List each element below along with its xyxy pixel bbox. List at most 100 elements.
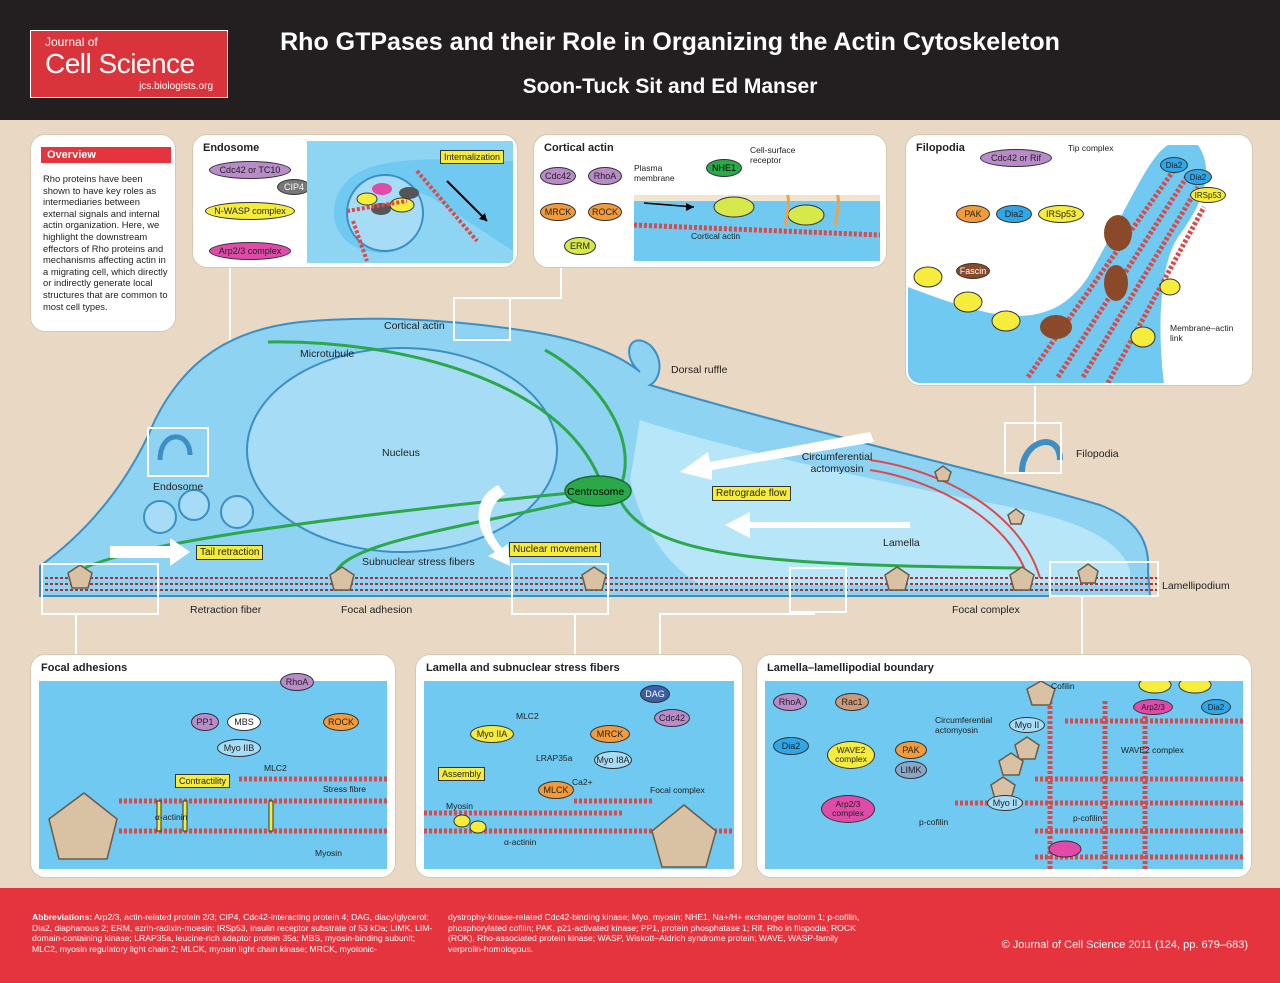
lamella-panel: Lamella and subnuclear stress fibers DAG… [416, 655, 742, 877]
label-centrosome: Centrosome [567, 486, 625, 498]
label-contractility: Contractility [175, 774, 231, 788]
node-cdc42-tc10: Cdc42 or TC10 [209, 161, 291, 179]
node-myo18a: Myo I8A [594, 751, 632, 769]
node-mbs: MBS [227, 713, 261, 731]
label-microtubule: Microtubule [300, 348, 355, 360]
label-cortical-actin-inner: Cortical actin [691, 231, 741, 241]
logo-cell-science: Cell Science [45, 48, 195, 79]
tip-dia2-b: Dia2 [1184, 169, 1212, 185]
boundary-panel-title: Lamella–lamellipodial boundary [767, 662, 934, 674]
node-arp23-small: Arp2/3 [1133, 699, 1173, 715]
label-dorsal-ruffle: Dorsal ruffle [671, 364, 728, 376]
node-rhoa-boundary: RhoA [773, 693, 807, 711]
node-myo2b: Myo IIB [217, 739, 261, 757]
node-erm: ERM [564, 237, 596, 255]
cortical-actin-panel: Cortical actin Cdc42 RhoA MRCK ROCK ERM … [534, 135, 886, 267]
label-nucleus: Nucleus [382, 447, 420, 459]
filopodia-panel: Filopodia Cdc42 or Rif PAK Dia2 IRSp53 F… [906, 135, 1252, 385]
label-p-cofilin: p-cofilin [919, 817, 949, 827]
label-nuclear-movement: Nuclear movement [509, 542, 601, 557]
label-circumferential-boundary: Circumferential actomyosin [935, 715, 993, 735]
journal-logo: Journal of Cell Science jcs.biologists.o… [30, 30, 228, 98]
label-cortical-actin: Cortical actin [384, 320, 445, 332]
label-retraction-fiber: Retraction fiber [190, 604, 262, 616]
overview-text: Rho proteins have been shown to have key… [43, 173, 168, 312]
filopodia-illustration [908, 145, 1207, 383]
label-mlc2-lamella: MLC2 [516, 711, 539, 721]
label-internalization: Internalization [440, 150, 505, 164]
label-retrograde-flow: Retrograde flow [712, 486, 791, 501]
node-cip4: CIP4 [277, 179, 311, 195]
label-ca2plus: Ca2+ [572, 777, 593, 787]
poster-authors: Soon-Tuck Sit and Ed Manser [522, 75, 818, 98]
label-lamella: Lamella [883, 537, 920, 549]
node-wave2-complex: WAVE2 complex [827, 741, 875, 769]
node-fascin: Fascin [956, 263, 990, 279]
endosome-panel-title: Endosome [203, 142, 260, 154]
header-bar: Journal of Cell Science jcs.biologists.o… [0, 0, 1280, 120]
label-lamellipodium: Lamellipodium [1162, 580, 1230, 592]
node-rock-fa: ROCK [323, 713, 359, 731]
endosome-illustration [307, 141, 513, 263]
footer-abbreviations: Abbreviations: Arp2/3, actin-related pro… [0, 888, 1280, 983]
node-dia2-boundary: Dia2 [773, 737, 809, 755]
boundary-illustration [955, 681, 1243, 869]
poster-title: Rho GTPases and their Role in Organizing… [280, 28, 1060, 56]
endosome-panel: Endosome Cdc42 or TC10 CIP4 N-WASP compl… [193, 135, 517, 267]
lamella-panel-title: Lamella and subnuclear stress fibers [426, 662, 620, 674]
node-arp23-complex: Arp2/3 complex [209, 242, 291, 260]
label-focal-complex: Focal complex [952, 604, 1020, 616]
abbreviations-part1: Arp2/3, actin-related protein 2/3; CIP4,… [32, 912, 433, 954]
label-alpha-actinin-lamella: α-actinin [504, 837, 537, 847]
node-mrck-lamella: MRCK [590, 725, 630, 743]
node-cdc42-lamella: Cdc42 [654, 709, 690, 727]
cortical-illustration [634, 195, 880, 261]
logo-journal-of: Journal of [45, 35, 98, 49]
label-plasma-membrane: Plasma membrane [634, 163, 675, 183]
node-pak-filopodia: PAK [956, 205, 990, 223]
node-cdc42-rif: Cdc42 or Rif [980, 149, 1052, 167]
boundary-panel: Lamella–lamellipodial boundary RhoA Rac1… [757, 655, 1251, 877]
label-wave2-small: WAVE2 complex [1121, 745, 1184, 755]
label-cofilin: Cofilin [1051, 681, 1075, 691]
abbreviations-col1: Abbreviations: Arp2/3, actin-related pro… [32, 912, 442, 954]
label-tail-retraction: Tail retraction [196, 545, 264, 560]
label-focal-adhesion: Focal adhesion [341, 604, 413, 616]
node-nwasp-complex: N-WASP complex [205, 202, 295, 220]
label-p-cofilin-2: p-cofilin [1073, 813, 1103, 823]
node-limk: LIMK [895, 761, 927, 779]
node-mlck: MLCK [538, 781, 574, 799]
focal-adhesions-panel: Focal adhesions RhoA PP1 MBS ROCK Myo II… [31, 655, 395, 877]
label-cell-surface-receptor: Cell-surface receptor [750, 145, 796, 165]
label-assembly: Assembly [438, 767, 486, 781]
node-myo2a: Myo IIA [470, 725, 514, 743]
tip-irsp53: IRSp53 [1190, 187, 1226, 203]
label-mlc2-fa: MLC2 [264, 763, 287, 773]
abbreviations-col2: dystrophy-kinase-related Cdc42-binding k… [448, 912, 860, 954]
label-tip-complex: Tip complex [1068, 143, 1114, 153]
node-dia2-small: Dia2 [1201, 699, 1231, 715]
node-cdc42-cortical: Cdc42 [540, 167, 576, 185]
centrosome [564, 475, 632, 507]
node-irsp53-filopodia: IRSp53 [1038, 205, 1084, 223]
logo-url: jcs.biologists.org [139, 81, 213, 92]
node-dia2-filopodia: Dia2 [996, 205, 1032, 223]
label-focal-complex-lamella: Focal complex [650, 785, 705, 795]
overview-panel: Overview Rho proteins have been shown to… [31, 135, 175, 331]
label-membrane-actin-link: Membrane–actin link [1170, 323, 1234, 343]
filopodia-panel-title: Filopodia [916, 142, 965, 154]
overview-heading: Overview [41, 147, 171, 163]
label-stress-fibre: Stress fibre [323, 784, 366, 794]
copyright: © Journal of Cell Science 2011 (124, pp.… [1001, 939, 1248, 951]
node-dag: DAG [640, 685, 670, 703]
focal-adhesions-illustration [48, 776, 387, 860]
node-pak-boundary: PAK [895, 741, 927, 759]
cortical-panel-title: Cortical actin [544, 142, 614, 154]
lamella-illustration [424, 798, 734, 868]
label-lrap35a: LRAP35a [536, 753, 573, 763]
label-subnuclear-stress-fibers: Subnuclear stress fibers [362, 556, 475, 568]
abbreviations-label: Abbreviations: [32, 912, 93, 922]
node-nhe1: NHE1 [706, 159, 742, 177]
label-alpha-actinin-fa: α-actinin [155, 812, 188, 822]
tip-dia2-a: Dia2 [1160, 157, 1188, 173]
